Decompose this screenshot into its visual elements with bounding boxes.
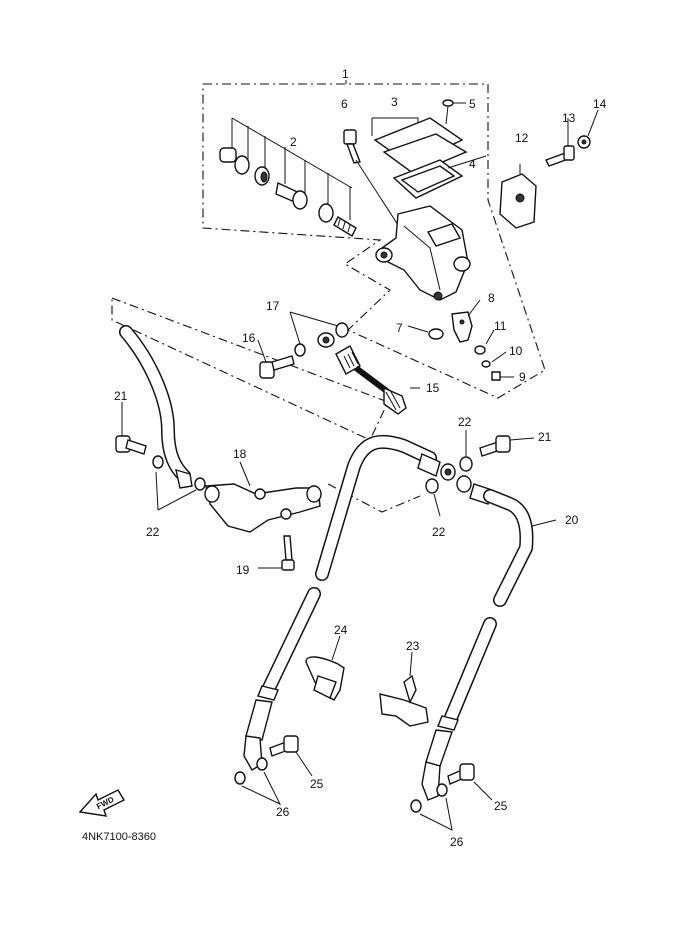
- callout-26-left: 26: [276, 805, 290, 819]
- callout-1: 1: [342, 67, 349, 81]
- callout-2: 2: [290, 135, 297, 149]
- lower-left-hose: [243, 587, 321, 771]
- callout-20: 20: [565, 513, 579, 527]
- callout-7: 7: [396, 321, 403, 335]
- lower-right-hose: [421, 617, 497, 801]
- callout-22-left: 22: [146, 525, 160, 539]
- callout-17: 17: [266, 299, 280, 313]
- bolt-19: [258, 535, 295, 571]
- washers-22-right: [425, 430, 473, 517]
- callout-3: 3: [391, 95, 398, 109]
- callout-8: 8: [488, 291, 495, 305]
- bolt-13: [545, 118, 575, 167]
- left-upper-hose: [119, 325, 193, 489]
- bolt-21-right: [479, 435, 535, 457]
- nut-14: [577, 109, 599, 149]
- clip-24: [305, 635, 345, 701]
- callout-22-right-top: 22: [458, 415, 472, 429]
- callout-23: 23: [406, 639, 420, 653]
- callout-21-right: 21: [538, 430, 552, 444]
- washers-17: [289, 311, 349, 357]
- master-cylinder-group-outline: [202, 80, 546, 399]
- screw-5: [442, 99, 466, 125]
- callout-9: 9: [519, 370, 526, 384]
- master-cylinder-body: [375, 205, 471, 301]
- callout-14: 14: [593, 97, 607, 111]
- diagram-code: 4NK7100-8360: [82, 831, 156, 843]
- callout-25-left: 25: [310, 777, 324, 791]
- reservoir-cap: [371, 117, 487, 199]
- brake-switch: [407, 299, 514, 381]
- bolts-25: [269, 735, 493, 801]
- callout-10: 10: [509, 344, 523, 358]
- callout-4: 4: [469, 157, 476, 171]
- washers-26: [234, 757, 453, 831]
- brake-hose-20: [315, 434, 557, 607]
- callout-22-right-bottom: 22: [432, 525, 446, 539]
- callout-15: 15: [426, 381, 440, 395]
- washers-22-left: [152, 455, 206, 511]
- callout-12: 12: [515, 131, 529, 145]
- clamp-12: [499, 164, 537, 229]
- bolt-21-left: [115, 402, 147, 455]
- pipe-18: [204, 461, 322, 533]
- callout-13: 13: [562, 111, 576, 125]
- bolt-16: [257, 339, 295, 379]
- callout-5: 5: [469, 97, 476, 111]
- callout-26-right: 26: [450, 835, 464, 849]
- clip-23: [379, 651, 429, 727]
- callout-21-left: 21: [114, 389, 128, 403]
- callout-19: 19: [236, 563, 250, 577]
- callout-24: 24: [334, 623, 348, 637]
- callout-25-right: 25: [494, 799, 508, 813]
- callout-11: 11: [494, 319, 507, 333]
- callout-6: 6: [341, 97, 348, 111]
- callout-16: 16: [242, 331, 256, 345]
- fwd-arrow: FWD: [78, 789, 125, 817]
- piston-kit: [219, 117, 357, 237]
- callout-18: 18: [233, 447, 247, 461]
